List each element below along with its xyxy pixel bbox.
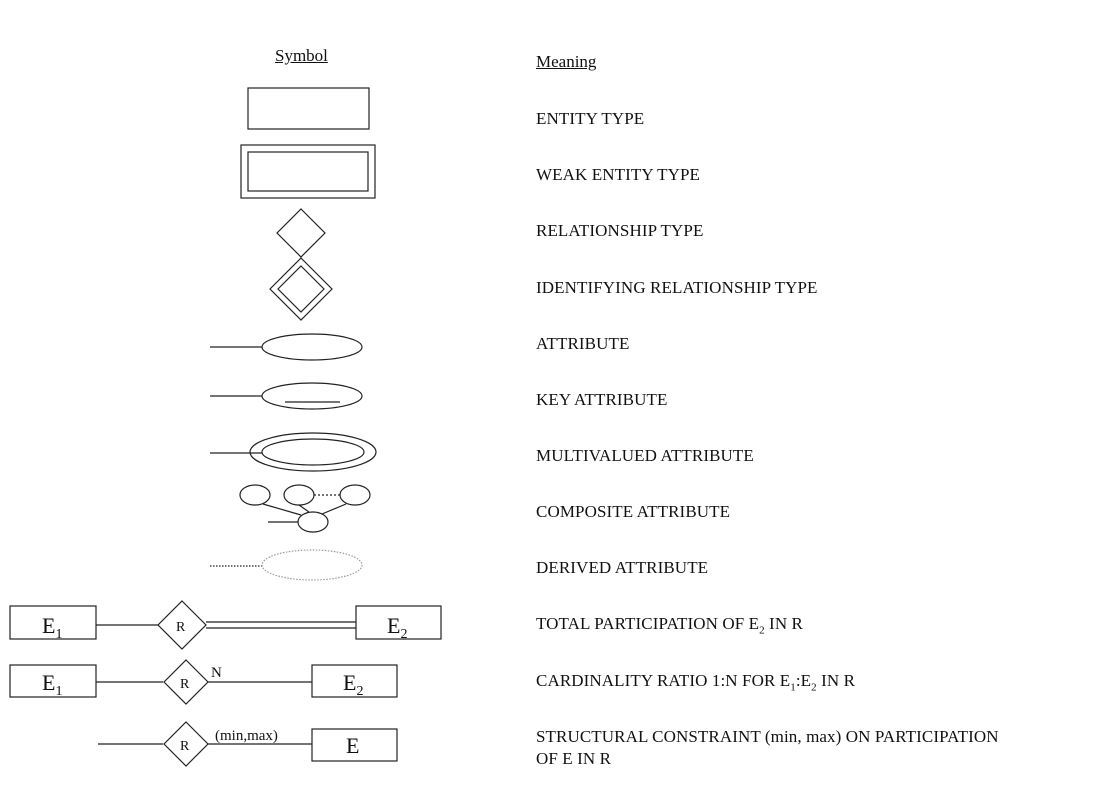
structural-constraint-symbol: [98, 721, 398, 767]
multivalued-attribute-symbol: [210, 432, 377, 472]
meaning-cardinality-ratio: CARDINALITY RATIO 1:N FOR E1:E2 IN R: [536, 671, 856, 694]
relationship-r-diamond: [163, 659, 209, 705]
cardinality-ratio-symbol: [9, 659, 398, 705]
derived-attribute-symbol: [210, 549, 363, 581]
weak-entity-type-symbol: [240, 144, 376, 199]
identifying-relationship-type-symbol: [269, 257, 333, 321]
total-participation-symbol: [9, 600, 442, 650]
attribute-symbol: [210, 333, 363, 361]
e1-label: E1: [42, 670, 62, 699]
meaning-derived-attribute: DERIVED ATTRIBUTE: [536, 558, 709, 577]
n-label: N: [211, 665, 222, 681]
minmax-label: (min,max): [215, 728, 278, 744]
e2-label: E2: [387, 613, 407, 642]
meaning-identifying-relationship-type: IDENTIFYING RELATIONSHIP TYPE: [536, 278, 818, 297]
e2-label: E2: [343, 670, 363, 699]
r-label: R: [180, 677, 190, 692]
meaning-relationship-type: RELATIONSHIP TYPE: [536, 221, 704, 240]
e-label: E: [346, 733, 359, 758]
meaning-column-header: Meaning: [536, 52, 597, 71]
meaning-composite-attribute: COMPOSITE ATTRIBUTE: [536, 502, 731, 521]
meaning-total-participation: TOTAL PARTICIPATION OF E2 IN R: [536, 614, 803, 637]
meaning-multivalued-attribute: MULTIVALUED ATTRIBUTE: [536, 446, 754, 465]
composite-attribute-symbol: [239, 484, 371, 533]
entity-e2-box: [355, 605, 442, 640]
relationship-r-diamond: [157, 600, 207, 650]
entity-e-box: [311, 728, 398, 762]
meaning-structural-constraint-line-1: STRUCTURAL CONSTRAINT (min, max) ON PART…: [536, 727, 999, 746]
entity-type-symbol: [247, 87, 370, 130]
entity-e1-box: [9, 605, 97, 640]
meaning-structural-constraint-line-2: OF E IN R: [536, 749, 612, 768]
r-label: R: [176, 620, 186, 635]
meaning-weak-entity-type: WEAK ENTITY TYPE: [536, 165, 701, 184]
relationship-r-diamond: [163, 721, 209, 767]
relationship-type-symbol: [276, 208, 326, 258]
entity-e1-box: [9, 664, 97, 698]
meaning-entity-type: ENTITY TYPE: [536, 109, 645, 128]
symbol-column-header: Symbol: [275, 46, 328, 65]
meaning-key-attribute: KEY ATTRIBUTE: [536, 390, 668, 409]
meaning-attribute: ATTRIBUTE: [536, 334, 630, 353]
e1-label: E1: [42, 613, 62, 642]
r-label: R: [180, 739, 190, 754]
entity-e2-box: [311, 664, 398, 698]
key-attribute-symbol: [210, 382, 363, 410]
